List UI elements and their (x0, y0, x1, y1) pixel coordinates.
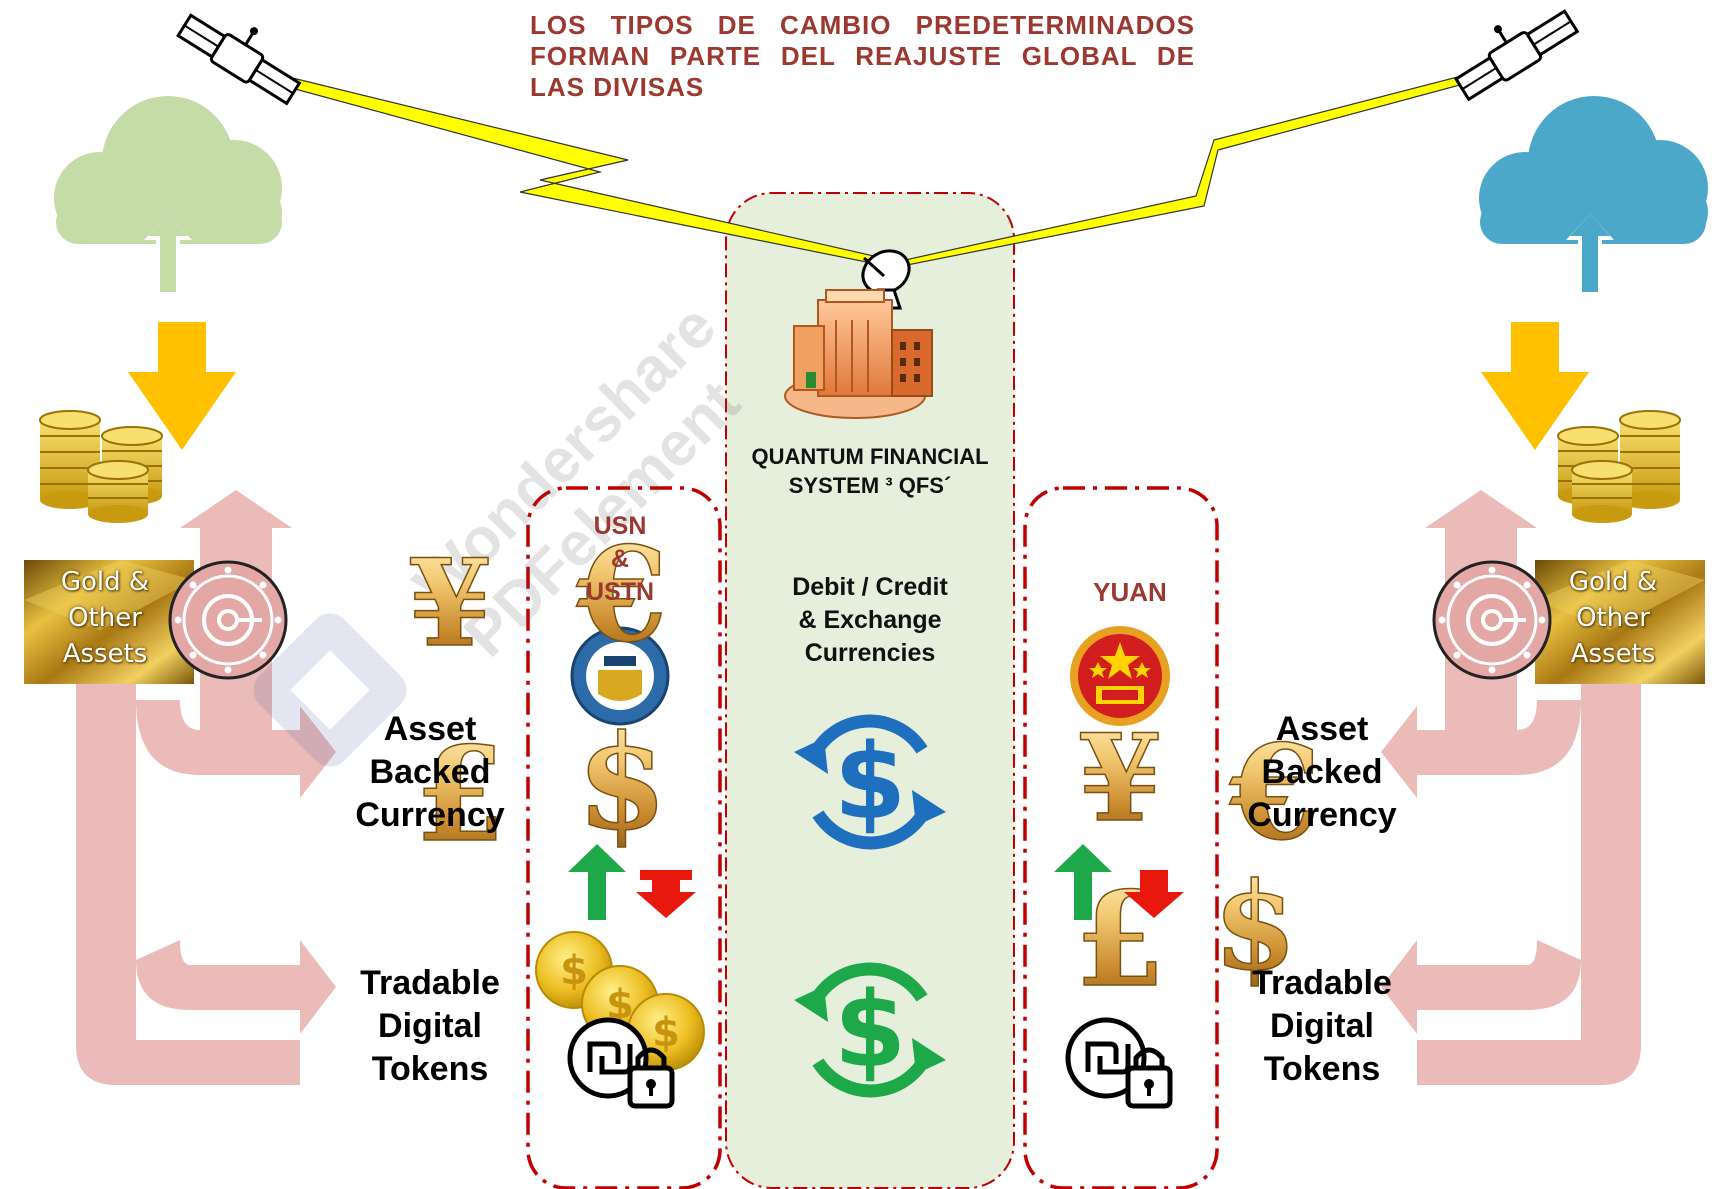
dollar-symbol: $ (1213, 856, 1297, 997)
tdt-line2: Digital (378, 1007, 482, 1045)
tradable-digital-tokens-right: Tradable Digital Tokens (1212, 962, 1432, 1091)
euro-symbol: € (576, 518, 667, 671)
svg-text:$: $ (560, 948, 588, 994)
satellite-icon (176, 13, 302, 106)
gold-bar-icon (24, 560, 194, 684)
cloud-upload-icon (54, 96, 282, 292)
currency-exchange-icon: $ (794, 962, 946, 1098)
abc-line1: Asset (1275, 710, 1369, 748)
qfs-label-line2: SYSTEM ³ QFS´ (788, 473, 952, 498)
satellite-icon (1453, 9, 1580, 102)
cloud-upload-icon (1479, 96, 1708, 292)
usn-label-line2: & (610, 545, 630, 573)
up-down-arrows-right (1054, 844, 1184, 920)
usn-label-line1: USN (593, 512, 647, 540)
shekel-lock-icon (567, 1017, 675, 1109)
vault-icon (168, 560, 288, 680)
dollar-symbol: $ (834, 969, 906, 1091)
china-emblem-icon (1070, 626, 1170, 726)
up-down-arrows-left (568, 844, 696, 920)
usn-region-box (526, 486, 722, 1189)
center-label-line1: Debit / Credit (792, 573, 948, 601)
yen-symbol: ¥ (1078, 708, 1162, 849)
gold-label-line2: Other (68, 603, 142, 633)
gold-label-line3: Assets (62, 639, 148, 669)
euro-symbol: € (1229, 716, 1320, 869)
dollar-symbol: $ (834, 721, 906, 843)
coin-stack-icon (1557, 410, 1681, 523)
abc-line2: Backed (369, 753, 491, 791)
center-label-line2: & Exchange (798, 606, 942, 634)
tdt-line3: Tokens (371, 1050, 489, 1088)
currency-exchange-icon: $ (794, 714, 946, 850)
vault-icon (1432, 560, 1552, 680)
gold-down-arrow-right (1481, 322, 1589, 450)
asset-backed-currency-right: Asset Backed Currency (1212, 708, 1432, 837)
shekel-lock-icon (1065, 1017, 1173, 1109)
asset-backed-currency-left: Asset Backed Currency (320, 708, 540, 837)
abc-line1: Asset (383, 710, 477, 748)
qfs-panel (725, 192, 1015, 1189)
gold-label-line1: Gold & (60, 567, 150, 597)
gold-assets-label-left: Gold & Other Assets (30, 564, 180, 672)
tdt-line3: Tokens (1263, 1050, 1381, 1088)
dollar-symbol: $ (577, 706, 667, 859)
svg-text:$: $ (652, 1010, 680, 1056)
gold-label-line2: Other (1576, 603, 1650, 633)
bank-building-icon (784, 289, 933, 419)
gold-assets-label-right: Gold & Other Assets (1538, 564, 1688, 672)
page-title: LOS TIPOS DE CAMBIO PREDETERMINADOS FORM… (530, 10, 1195, 102)
usn-label-line3: USTN (585, 578, 655, 606)
abc-line2: Backed (1261, 753, 1383, 791)
tdt-line1: Tradable (1252, 964, 1392, 1002)
abc-line3: Currency (355, 796, 505, 834)
yuan-label: YUAN (1093, 577, 1167, 607)
yen-symbol: ¥ (408, 533, 492, 674)
gold-down-arrow-left (128, 322, 236, 450)
tradable-digital-tokens-left: Tradable Digital Tokens (320, 962, 540, 1091)
pound-symbol: £ (415, 718, 505, 871)
gold-label-line1: Gold & (1568, 567, 1658, 597)
qfs-label: QUANTUM FINANCIAL SYSTEM ³ QFS´ (720, 442, 1020, 500)
tdt-line1: Tradable (360, 964, 500, 1002)
qfs-label-line1: QUANTUM FINANCIAL (751, 444, 989, 469)
tdt-line2: Digital (1270, 1007, 1374, 1045)
center-label-line3: Currencies (804, 639, 936, 667)
abc-line3: Currency (1247, 796, 1397, 834)
yuan-region-box (1023, 486, 1219, 1189)
treasury-seal-icon (570, 626, 670, 726)
center-exchange-label: Debit / Credit & Exchange Currencies (740, 571, 1000, 670)
coin-stack-icon (39, 410, 163, 523)
gold-label-line3: Assets (1570, 639, 1656, 669)
usn-label: USN & USTN (560, 510, 680, 609)
gold-bar-icon (1535, 560, 1705, 684)
